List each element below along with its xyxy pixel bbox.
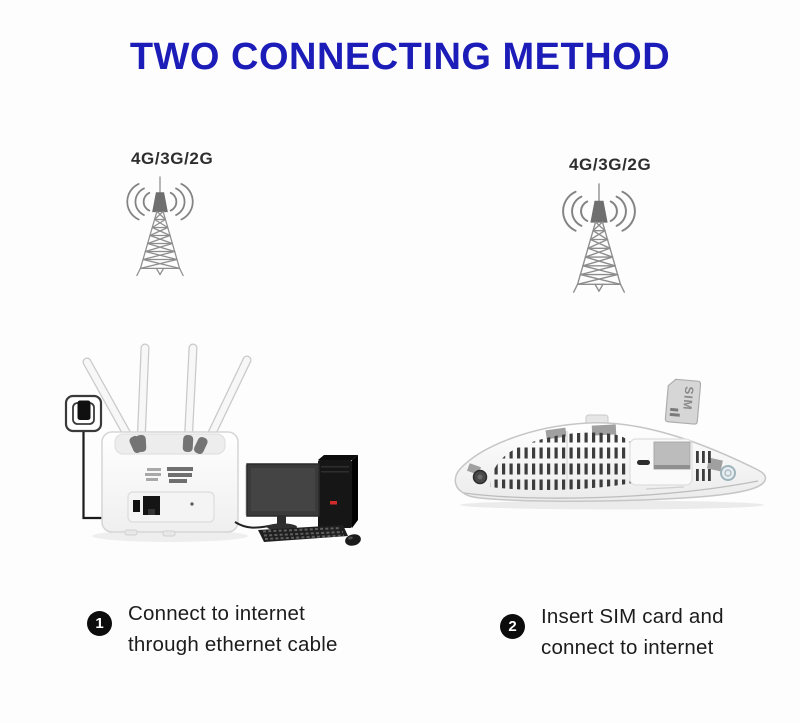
step-2-badge: 2 <box>500 614 525 639</box>
cell-tower-icon <box>126 176 194 277</box>
wps-button <box>720 465 736 481</box>
sim-card-label: SIM <box>680 386 696 411</box>
router-ethernet-scene-image <box>64 343 361 546</box>
page-title: TWO CONNECTING METHOD <box>129 36 671 78</box>
pc-power-light <box>330 501 337 505</box>
router-label-print <box>145 467 193 483</box>
step-1-badge: 1 <box>87 611 112 636</box>
router-side-view <box>454 422 767 502</box>
router-back-view <box>101 431 239 537</box>
card-slot <box>637 460 650 465</box>
network-label-right: 4G/3G/2G <box>569 155 652 174</box>
step-2-caption: 2 Insert SIM card and connect to interne… <box>500 601 724 663</box>
cell-tower-icon <box>562 183 636 293</box>
network-label-left: 4G/3G/2G <box>131 149 214 168</box>
monitor <box>245 463 320 531</box>
caption-line: Insert SIM card and <box>541 605 724 628</box>
reset-pinhole <box>190 502 194 506</box>
caption-line: connect to internet <box>541 636 714 659</box>
router-sim-scene-image: SIM <box>454 378 767 510</box>
sim-slot-panel <box>629 438 693 490</box>
power-cable <box>82 420 105 520</box>
ethernet-port <box>143 496 160 515</box>
pc-tower <box>318 455 358 528</box>
vent-grid <box>490 432 639 490</box>
keyboard <box>258 525 348 542</box>
sim-card-icon: SIM <box>664 378 702 425</box>
sim-slot-door <box>653 441 691 470</box>
router-port-panel <box>127 491 215 523</box>
power-port <box>133 500 140 512</box>
caption-line: through ethernet cable <box>128 633 338 656</box>
desktop-computer-image <box>245 455 361 546</box>
power-outlet-icon <box>64 394 103 433</box>
caption-line: Connect to internet <box>128 602 306 625</box>
step-1-caption: 1 Connect to internet through ethernet c… <box>87 598 338 660</box>
